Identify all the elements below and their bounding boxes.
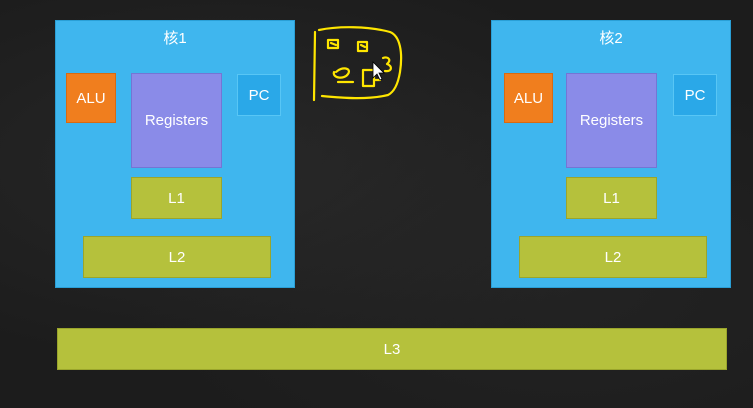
core-2-alu: ALU [504,73,553,123]
core-1-pc: PC [236,73,282,117]
core-1-alu: ALU [66,73,116,123]
l3-cache: L3 [57,328,727,370]
handwritten-annotation [312,26,403,102]
core-1-registers: Registers [131,73,222,168]
core-1: 核1 ALU Registers PC L1 L2 [55,20,295,288]
core-1-l2: L2 [83,236,271,278]
core-2-title: 核2 [599,30,623,47]
core-1-title: 核1 [163,30,187,47]
core-2-pc: PC [672,73,718,117]
core-2: 核2 ALU Registers PC L1 L2 [491,20,731,288]
core-2-l1: L1 [566,177,657,219]
core-2-l2: L2 [519,236,707,278]
core-2-registers: Registers [566,73,657,168]
core-1-l1: L1 [131,177,222,219]
